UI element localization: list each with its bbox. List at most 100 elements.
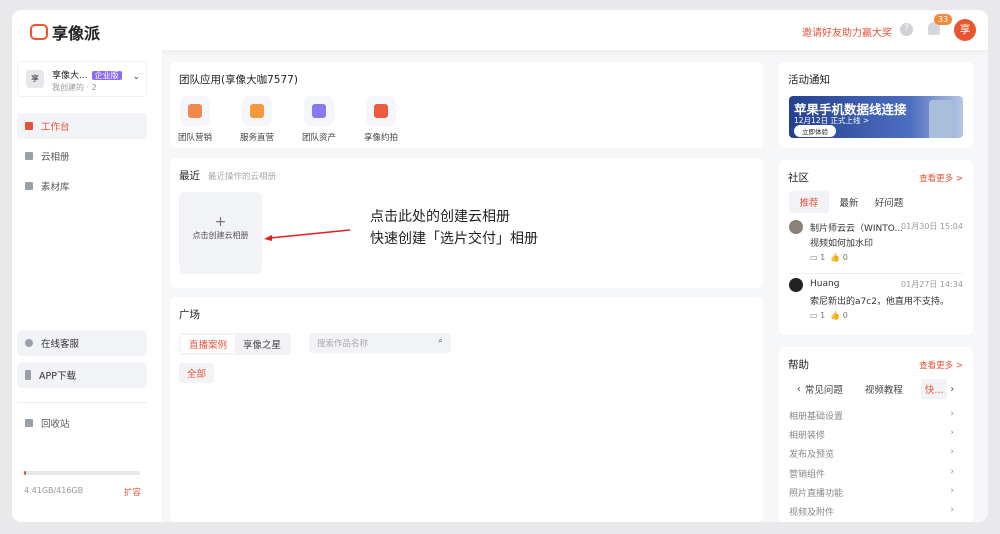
help-icon[interactable]: ?	[900, 23, 913, 36]
team-switcher[interactable]: 享 享像大...企业版 我创建的 · 2 ⌄	[17, 61, 147, 97]
nav-label: 素材库	[41, 182, 70, 193]
help-item[interactable]: 发布及预览 ›	[789, 447, 954, 460]
chevron-right-icon: ›	[950, 447, 954, 457]
plaza-tabs: 直播案例享像之星	[179, 333, 292, 355]
avatar	[789, 220, 803, 234]
storage-bar	[24, 471, 140, 475]
bell-icon[interactable]	[928, 22, 940, 35]
help-tabs: ‹常见问题 视频教程 快...›	[789, 379, 963, 399]
community-card: 社区 查看更多 > 推荐最新好问题 制片师云云（WINTO...01月30日 1…	[779, 160, 973, 335]
recent-title: 最近	[179, 170, 200, 182]
help-item[interactable]: 相册基础设置 ›	[789, 409, 954, 422]
trash-label: 回收站	[41, 419, 70, 430]
tab-faq[interactable]: 常见问题	[804, 385, 843, 396]
bag-icon	[250, 104, 264, 118]
storage-fill	[24, 471, 27, 475]
help-item-label: 营销组件	[789, 470, 826, 480]
help-item-label: 发布及预览	[789, 450, 835, 460]
banner-button[interactable]: 立即体验	[794, 125, 836, 137]
tab-recommended[interactable]: 推荐	[789, 191, 829, 213]
filter-all[interactable]: 全部	[179, 363, 215, 383]
activity-banner[interactable]: 苹果手机数据线连接 12月12日 正式上线 > 立即体验	[789, 96, 963, 138]
sidebar-item-materials[interactable]: 素材库	[17, 173, 147, 199]
tab-latest[interactable]: 最新	[839, 198, 859, 209]
app-team-assets[interactable]: 团队资产	[299, 96, 339, 143]
help-item-label: 视频及附件	[789, 508, 835, 518]
team-apps-title: 团队应用(享像大咖7577)	[179, 74, 298, 86]
comment-count: 1	[820, 311, 826, 320]
sidebar-item-trash[interactable]: 回收站	[17, 410, 147, 436]
comment-count: 1	[820, 253, 826, 262]
headset-icon	[25, 339, 33, 347]
avatar[interactable]: 享	[954, 19, 976, 41]
help-item-label: 相册基础设置	[789, 412, 844, 422]
community-tabs: 推荐最新 好问题	[789, 191, 909, 213]
sidebar-item-cloud-album[interactable]: 云相册	[17, 143, 147, 169]
chevron-right-icon: ›	[950, 428, 954, 438]
team-apps-card: 团队应用(享像大咖7577) 团队营销 服务直营 团队资产 享像约拍	[170, 62, 763, 148]
logo[interactable]: 享像派	[30, 20, 100, 44]
storage-text: 4.41GB/416GB	[24, 486, 84, 495]
chevron-right-icon: ›	[950, 409, 954, 419]
like-count: 0	[842, 311, 848, 320]
plaza-title: 广场	[179, 309, 200, 321]
arrow-annotation	[264, 229, 351, 241]
expand-link[interactable]: 扩容	[124, 488, 142, 498]
search-placeholder: 搜索作品名称	[317, 339, 369, 349]
search-icon[interactable]: ⌕	[438, 336, 443, 346]
header: 享像派 邀请好友助力赢大奖 ? 33 享	[12, 10, 988, 50]
help-more-link[interactable]: 查看更多 >	[919, 361, 963, 371]
create-label: 点击创建云相册	[192, 231, 249, 240]
app-window: 享像派 邀请好友助力赢大奖 ? 33 享 享 享像大...企业版 我创建的 · …	[12, 10, 988, 522]
help-item[interactable]: 照片直播功能›	[789, 486, 954, 499]
community-title: 社区	[788, 172, 809, 184]
app-service[interactable]: 服务直营	[237, 96, 277, 143]
community-more-link[interactable]: 查看更多 >	[919, 174, 963, 184]
post-author: Huang	[810, 279, 840, 289]
app-label: 服务直营	[239, 133, 274, 143]
create-album-button[interactable]: +点击创建云相册	[179, 192, 262, 274]
app-photo-booking[interactable]: 享像约拍	[361, 96, 401, 143]
tab-video[interactable]: 视频教程	[864, 385, 903, 396]
tab-stars[interactable]: 享像之星	[243, 340, 282, 351]
logo-icon	[30, 24, 48, 40]
app-label: 团队资产	[301, 133, 336, 143]
avatar	[789, 278, 803, 292]
service-label: 在线客服	[41, 339, 80, 350]
trash-icon	[25, 419, 33, 427]
tab-quick[interactable]: 快...	[920, 379, 948, 399]
app-team-marketing[interactable]: 团队营销	[175, 96, 215, 143]
post-body: 索尼新出的a7c2，他直用不支持。	[810, 297, 949, 307]
online-service-button[interactable]: 在线客服	[17, 330, 147, 356]
help-item-label: 照片直播功能	[789, 489, 844, 499]
phone-icon	[25, 370, 31, 380]
nav-label: 云相册	[41, 152, 70, 163]
app-download-button[interactable]: APP下载	[17, 362, 147, 388]
search-input[interactable]: 搜索作品名称 ⌕	[309, 333, 451, 353]
chevron-right-icon: ›	[950, 505, 954, 515]
post-stats: ▭ 1 👍 0	[810, 253, 848, 262]
help-item[interactable]: 营销组件›	[789, 467, 954, 480]
tab-good-questions[interactable]: 好问题	[874, 198, 904, 209]
box-icon	[188, 104, 202, 118]
banner-title: 苹果手机数据线连接	[794, 102, 907, 117]
edition-badge: 企业版	[91, 71, 122, 80]
chevron-down-icon: ⌄	[132, 72, 140, 82]
chevron-left-icon[interactable]: ‹	[797, 383, 801, 395]
chevron-right-icon[interactable]: ›	[950, 383, 955, 395]
help-item[interactable]: 相册装修›	[789, 428, 954, 441]
sidebar-item-workbench[interactable]: 工作台	[17, 113, 147, 139]
help-card: 帮助 查看更多 > ‹常见问题视频教程快...› 相册基础设置› 相册装修› 发…	[779, 347, 973, 522]
nav-label: 工作台	[41, 122, 70, 133]
banner-date: 12月12日 正式上线 >	[794, 116, 870, 125]
invite-link[interactable]: 邀请好友助力赢大奖	[802, 28, 892, 39]
activity-title: 活动通知	[788, 74, 830, 86]
post-body: 视频如何加水印	[810, 239, 874, 249]
help-item[interactable]: 视频及附件 ›	[789, 505, 954, 518]
divider	[789, 273, 963, 274]
annotation-line-2: 快速创建「选片交付」相册	[370, 231, 538, 247]
tab-live-cases[interactable]: 直播案例	[181, 335, 236, 353]
annotation-line-1: 点击此处的创建云相册	[370, 209, 510, 225]
